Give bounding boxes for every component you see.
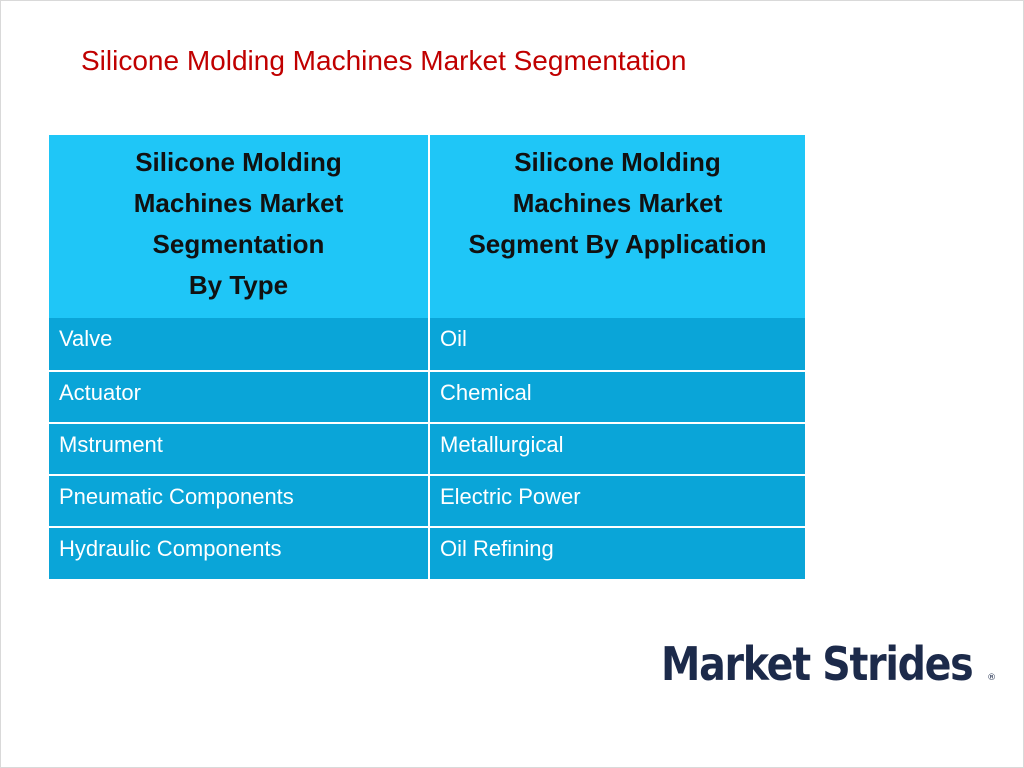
header-by-type: Silicone Molding Machines Market Segment…	[49, 135, 430, 318]
logo-text: Market Strides	[661, 637, 974, 691]
type-cell: Hydraulic Components	[49, 526, 430, 579]
application-cell: Oil Refining	[429, 526, 805, 579]
type-cell: Valve	[49, 318, 430, 371]
type-cell: Pneumatic Components	[49, 474, 430, 527]
table-row: Pneumatic Components Electric Power	[49, 474, 805, 527]
market-strides-logo: Market Strides ®	[661, 641, 996, 687]
table-row: Hydraulic Components Oil Refining	[49, 526, 805, 579]
slide-title: Silicone Molding Machines Market Segment…	[81, 45, 687, 76]
table-header-row: Silicone Molding Machines Market Segment…	[49, 135, 805, 318]
type-cell: Actuator	[49, 370, 430, 423]
registered-mark: ®	[987, 673, 997, 683]
table-row: Valve Oil	[49, 318, 805, 371]
type-cell: Mstrument	[49, 422, 430, 475]
application-cell: Metallurgical	[429, 422, 805, 475]
header-by-application: Silicone Molding Machines Market Segment…	[429, 135, 805, 318]
application-cell: Electric Power	[429, 474, 805, 527]
table-row: Mstrument Metallurgical	[49, 422, 805, 475]
segmentation-table: Silicone Molding Machines Market Segment…	[49, 135, 805, 579]
application-cell: Oil	[429, 318, 805, 371]
table-row: Actuator Chemical	[49, 370, 805, 423]
application-cell: Chemical	[429, 370, 805, 423]
